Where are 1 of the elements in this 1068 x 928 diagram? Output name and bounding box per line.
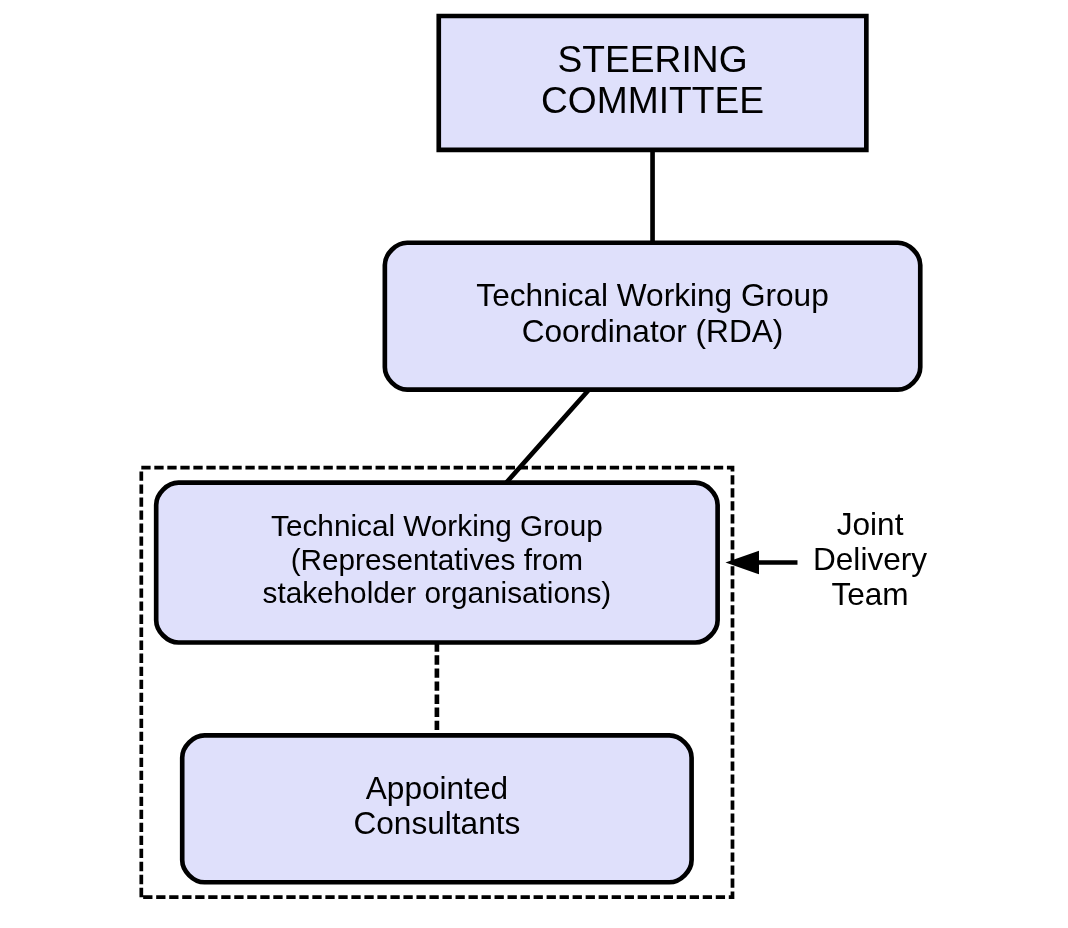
- node-text: Joint Delivery Team: [812, 505, 927, 613]
